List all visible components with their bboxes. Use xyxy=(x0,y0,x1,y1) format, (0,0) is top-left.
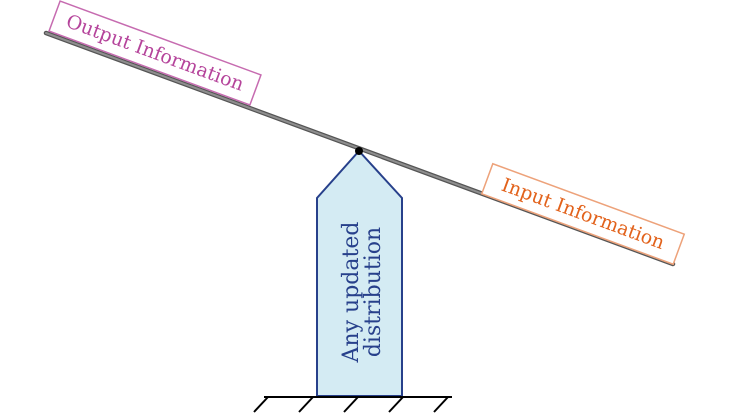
input-information-label: Input Information xyxy=(499,174,668,254)
output-information-box: Output Information xyxy=(48,0,262,106)
fulcrum: Any updated distribution xyxy=(316,149,403,397)
output-information-label: Output Information xyxy=(63,10,247,95)
input-information-box: Input Information xyxy=(480,162,686,266)
pivot-point xyxy=(355,147,363,155)
fulcrum-label-line1: Any updated xyxy=(339,222,364,364)
ground xyxy=(253,396,452,413)
fulcrum-label-line2: distribution xyxy=(361,227,386,357)
